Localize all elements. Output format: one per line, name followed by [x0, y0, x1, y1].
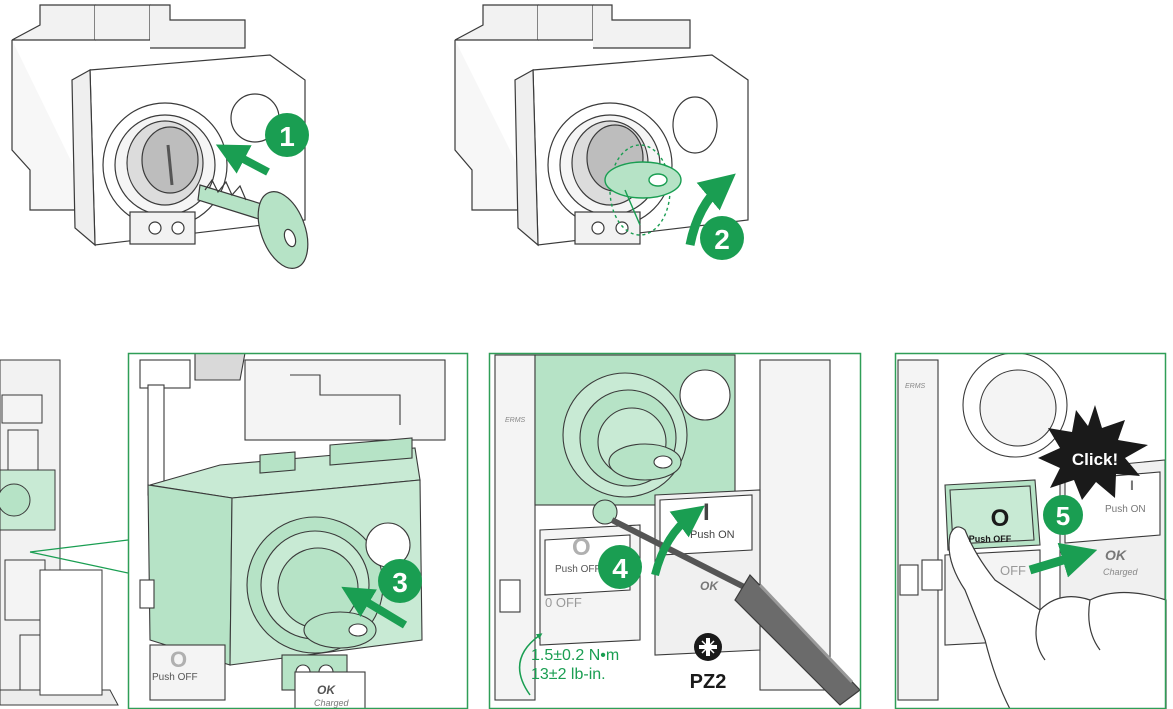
screwdriver: [610, 517, 861, 706]
step3-off-symbol: O: [170, 647, 187, 672]
step5-ok: OK: [1105, 547, 1127, 563]
svg-text:3: 3: [392, 567, 408, 598]
step5-charged: Charged: [1103, 567, 1139, 577]
step5-off-text: Push OFF: [969, 534, 1012, 544]
step4-off-symbol: O: [572, 534, 591, 561]
click-burst: Click!: [1038, 405, 1148, 500]
step2-rotate-arrow: [685, 173, 736, 246]
step3-badge: 3: [378, 559, 422, 603]
svg-text:2: 2: [714, 224, 730, 255]
step1-insert-arrow: [215, 144, 270, 176]
step3-charged: Charged: [314, 698, 350, 708]
step4-on-symbol: I: [703, 499, 710, 526]
step4-on-text: Push ON: [690, 529, 735, 541]
zoom-lines: [29, 539, 129, 574]
step5-off-partial: OFF: [1000, 563, 1026, 578]
step5-on-symbol: I: [1130, 477, 1134, 493]
hand: [948, 526, 1167, 709]
torque-imperial: 13±2 lb-in.: [531, 666, 606, 683]
torque-metric: 1.5±0.2 N•m: [531, 647, 619, 664]
step4-erms: ERMS: [505, 417, 526, 424]
step3-ok: OK: [317, 683, 336, 697]
svg-text:4: 4: [612, 553, 628, 584]
step4-illustration: [489, 353, 861, 709]
step2-key: [604, 144, 682, 236]
step4-off-small: 0 OFF: [545, 595, 582, 610]
step3-off-text: Push OFF: [152, 672, 198, 683]
step3-illustration: [128, 353, 468, 709]
step1-illustration: [11, 4, 306, 247]
step2-badge: 2: [700, 216, 744, 260]
step4-tighten-arrow: [651, 505, 705, 577]
step5-erms: ERMS: [905, 383, 926, 390]
step5-badge: 5: [1043, 495, 1083, 535]
step4-off-text: Push OFF: [555, 564, 601, 575]
svg-text:1: 1: [279, 121, 295, 152]
step5-off-symbol: O: [991, 505, 1010, 532]
breaker-overview: [0, 359, 119, 706]
step3-push-arrow: [341, 586, 408, 629]
torque-arrow: [518, 633, 543, 696]
step5-push-arrow: [1028, 542, 1098, 578]
svg-text:5: 5: [1056, 501, 1070, 531]
click-text: Click!: [1072, 450, 1118, 469]
step2-illustration: [454, 4, 749, 247]
step1-key: [197, 178, 309, 269]
step4-ok: OK: [700, 579, 719, 593]
pozidriv-icon: [694, 633, 722, 661]
step5-on-text: Push ON: [1105, 504, 1146, 515]
tool-bit-label: PZ2: [690, 671, 727, 693]
step1-badge: 1: [265, 113, 309, 157]
step4-badge: 4: [598, 545, 642, 589]
